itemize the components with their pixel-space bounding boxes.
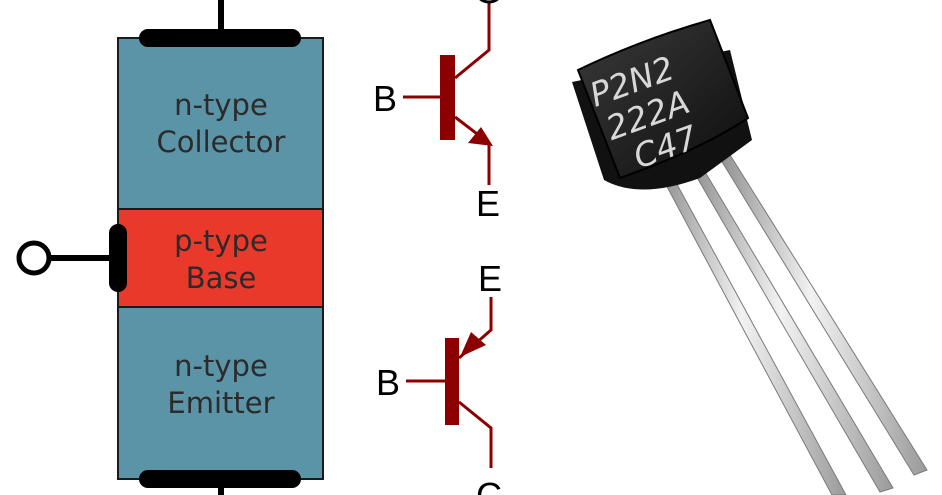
transistor-lead-left [656, 165, 847, 495]
base-layer [117, 208, 324, 308]
npn-emitter-arrow [468, 127, 493, 146]
emitter-layer [117, 306, 324, 480]
npn-symbol: B E [373, 0, 500, 224]
base-name-label: Base [186, 261, 257, 295]
collector-type-label: n-type [174, 88, 268, 122]
npn-emitter-label: E [476, 183, 500, 224]
pnp-base-bar [445, 338, 459, 425]
collector-layer [117, 37, 324, 210]
pnp-collector-lead [458, 400, 493, 468]
npn-base-bar [440, 55, 455, 140]
emitter-type-label: n-type [174, 349, 268, 383]
pnp-symbol: E B C [376, 258, 502, 495]
npn-base-label: B [373, 78, 397, 119]
emitter-name-label: Emitter [167, 386, 274, 420]
npn-collector-terminal [479, 0, 499, 4]
npn-emitter-lead [454, 115, 491, 185]
pnp-base-label: B [376, 362, 400, 403]
base-terminal-circle [16, 240, 52, 276]
transistor-body-face [576, 18, 750, 180]
pnp-emitter-label: E [478, 258, 502, 299]
transistor-lead-right [715, 149, 928, 476]
semiconductor-layers: n-type Collector p-type Base n-type Emit… [16, 0, 324, 495]
base-type-label: p-type [174, 224, 268, 258]
transistor-package: P2N2 222A C47 [572, 18, 928, 495]
collector-name-label: Collector [157, 125, 286, 159]
pnp-emitter-arrow [460, 332, 486, 357]
npn-collector-lead [454, 0, 491, 80]
transistor-lead-middle [687, 159, 894, 493]
pnp-collector-label: C [476, 475, 502, 495]
